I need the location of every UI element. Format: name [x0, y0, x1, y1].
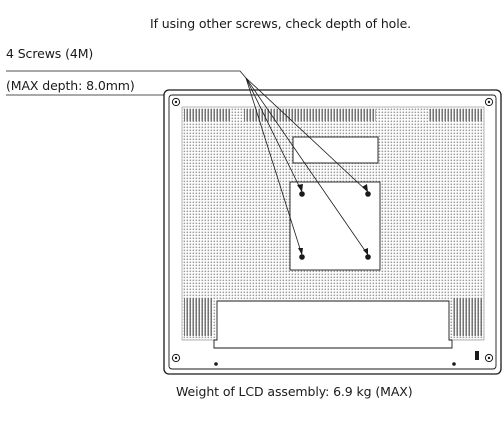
power-switch-icon — [475, 351, 479, 360]
leader-arrow-1 — [245, 77, 303, 193]
vesa-mount-plate — [289, 181, 381, 271]
arrow-head-3 — [298, 248, 303, 255]
bottom-hole-left — [214, 362, 218, 366]
inner-bezel — [168, 94, 497, 370]
leader-line-top — [6, 70, 247, 79]
top-vent-strip-left — [184, 109, 230, 121]
leader-arrow-2 — [245, 77, 369, 193]
leader-arrow-3 — [245, 77, 303, 256]
weight-note: Weight of LCD assembly: 6.9 kg (MAX) — [176, 384, 413, 399]
top-note: If using other screws, check depth of ho… — [150, 16, 412, 31]
screw-hole-icon — [299, 191, 371, 260]
max-depth-label: (MAX depth: 8.0mm) — [6, 78, 135, 93]
arrow-head-1 — [297, 184, 303, 192]
top-vent-strip-center — [244, 109, 376, 121]
leader-arrow-4 — [245, 77, 369, 256]
top-vent-strip-right — [428, 109, 482, 121]
label-plate — [292, 136, 379, 164]
arrow-heads — [297, 184, 368, 255]
bottom-vent-right — [452, 298, 482, 336]
bottom-hole-right — [452, 362, 456, 366]
stand-cover — [213, 300, 453, 349]
arrow-head-4 — [363, 248, 368, 255]
arrow-head-2 — [362, 184, 368, 192]
bottom-vent-left — [184, 298, 212, 336]
screw-callout-lines — [6, 70, 369, 256]
screw-count-label: 4 Screws (4M) — [6, 46, 94, 61]
